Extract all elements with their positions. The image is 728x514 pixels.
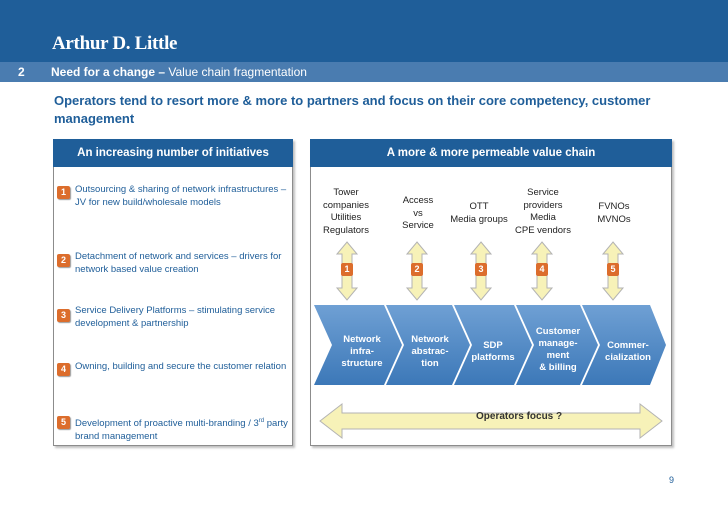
initiative-text-4: Owning, building and secure the customer…: [75, 361, 287, 372]
initiative-text-3: Service Delivery Platforms – stimulating…: [75, 305, 276, 329]
chain-step-1-line: structure: [341, 358, 382, 369]
arrow-number-3: 3: [475, 263, 487, 276]
category-4-line: Service: [527, 187, 559, 198]
company-logo: Arthur D. Little: [52, 33, 178, 54]
chain-step-1-line: infra-: [350, 346, 374, 357]
arrow-number-5: 5: [607, 263, 619, 276]
initiative-text-5-before: Development of proactive multi-branding …: [75, 418, 259, 430]
chain-step-2: Network abstrac- tion: [386, 305, 470, 385]
category-5-line: MVNOs: [597, 213, 631, 225]
left-panel-body: [53, 167, 293, 446]
chain-step-2-line: abstrac-: [412, 346, 449, 357]
category-1-line: companies: [323, 199, 369, 211]
initiative-text-5-sup: rd: [258, 418, 265, 424]
chain-step-1-line: Network: [343, 334, 381, 345]
chain-step-4-line: & billing: [539, 362, 577, 373]
page-number: 9: [669, 475, 675, 485]
category-2-line: vs: [413, 207, 423, 219]
section-title-rest: Value chain fragmentation: [165, 65, 307, 79]
chain-step-4-line: manage-: [538, 338, 577, 349]
category-2-line: Service: [402, 220, 434, 231]
category-3-line: Media groups: [450, 213, 508, 225]
chain-step-4-line: ment: [547, 350, 571, 361]
category-5-line: FVNOs: [598, 201, 630, 212]
section-title-bold: Need for a change –: [51, 65, 166, 79]
initiative-text-5-after: party brand management: [75, 418, 288, 442]
category-4-line: providers: [523, 199, 563, 211]
chain-step-2-line: tion: [421, 358, 439, 369]
operators-focus-arrow: [319, 402, 663, 440]
chain-step-5-line: cialization: [605, 352, 651, 363]
category-3: OTT Media groups: [446, 201, 512, 226]
category-1-line: Regulators: [323, 224, 369, 236]
chain-step-4: Customer manage- ment & billing: [516, 305, 598, 385]
category-5: FVNOs MVNOs: [584, 201, 644, 226]
initiative-badge-2: 2: [57, 254, 70, 267]
initiative-text-2: Detachment of network and services – dri…: [75, 251, 282, 275]
initiative-badge-1: 1: [57, 186, 70, 199]
category-2-line: Access: [402, 195, 434, 206]
chain-step-1: Network infra- structure: [314, 305, 402, 385]
slide-headline: Operators tend to resort more & more to …: [54, 93, 651, 126]
right-panel-title: A more & more permeable value chain: [310, 139, 672, 167]
category-1: Tower companies Utilities Regulators: [310, 187, 382, 237]
category-2: Access vs Service: [388, 195, 448, 233]
initiative-badge-4: 4: [57, 363, 70, 376]
arrow-number-1: 1: [341, 263, 353, 276]
initiative-text-1: Outsourcing & sharing of network infrast…: [75, 184, 287, 208]
initiative-badge-5: 5: [57, 416, 70, 429]
arrow-number-2: 2: [411, 263, 423, 276]
section-bar: [0, 62, 728, 82]
chain-step-3-line: platforms: [471, 352, 514, 363]
chain-step-5: Commer- cialization: [582, 305, 666, 385]
chain-step-3-line: SDP: [483, 340, 503, 351]
initiative-badge-3: 3: [57, 309, 70, 322]
chain-step-5-line: Commer-: [607, 340, 649, 351]
operators-focus-label: Operators focus ?: [476, 411, 563, 422]
chain-step-2-line: Network: [411, 334, 449, 345]
section-number: 2: [18, 65, 25, 79]
arrow-number-4: 4: [536, 263, 548, 276]
value-chain: Network infra- structure Network abstrac…: [314, 305, 666, 385]
chain-step-3: SDP platforms: [454, 305, 532, 385]
chain-step-4-line: Customer: [536, 326, 581, 337]
category-1-line: Tower: [333, 187, 359, 198]
initiative-text-5: Development of proactive multi-branding …: [75, 415, 290, 443]
section-title: Need for a change – Value chain fragment…: [51, 65, 307, 79]
category-4-line: Media: [530, 212, 556, 223]
category-1-line: Utilities: [330, 212, 362, 223]
category-4-line: CPE vendors: [515, 224, 571, 236]
category-3-line: OTT: [469, 201, 489, 212]
category-4: Service providers Media CPE vendors: [505, 187, 581, 237]
left-panel-title: An increasing number of initiatives: [53, 139, 293, 167]
brand-bar: [0, 0, 728, 62]
